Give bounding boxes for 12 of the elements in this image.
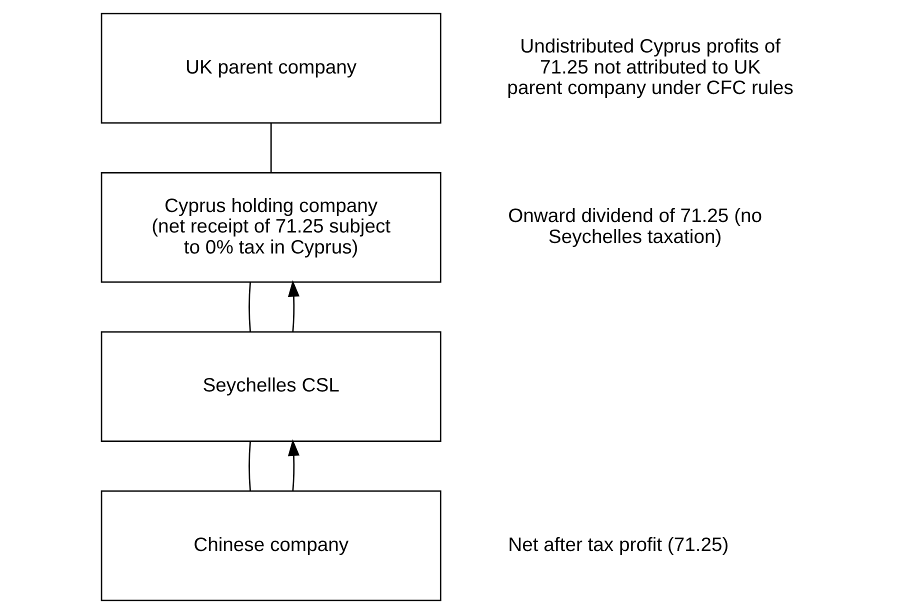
connector <box>270 123 272 172</box>
arrow <box>288 280 300 332</box>
arrow <box>288 439 300 491</box>
connector <box>248 282 251 332</box>
label: Undistributed Cyprus profits of 71.25 not attributed to UK parent company under CFC rules <box>507 36 794 100</box>
node-box: Cyprus holding company (net receipt of 71.25 subject to 0% tax in Cyprus) <box>100 172 442 283</box>
node-box: Seychelles CSL <box>100 331 442 442</box>
label: Onward dividend of 71.25 (no Seychelles taxation) <box>508 205 762 248</box>
node-box: UK parent company <box>100 12 442 124</box>
node-box: Chinese company <box>100 490 442 602</box>
connector <box>248 441 251 491</box>
label: Net after tax profit (71.25) <box>508 534 729 556</box>
